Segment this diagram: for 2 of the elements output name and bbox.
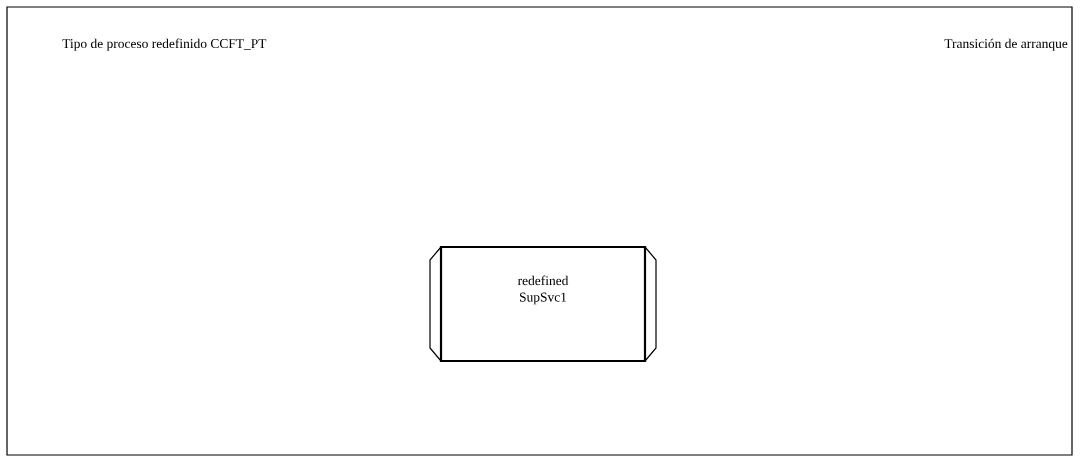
frame-heading: Tipo de proceso redefinido CCFT_PT	[62, 38, 267, 51]
frame-heading: Transición de arranque	[944, 38, 1068, 51]
